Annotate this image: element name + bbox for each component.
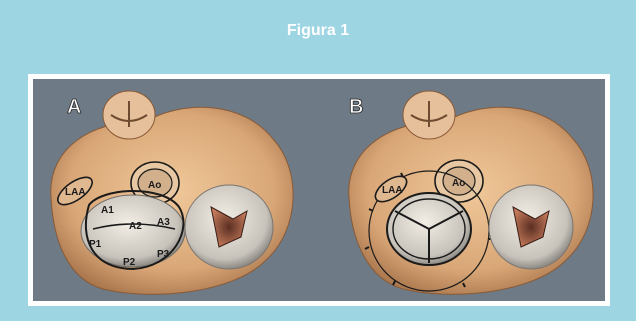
panel-a-segment-laa: LAA <box>65 187 86 198</box>
figure-title: Figura 1 <box>0 22 636 40</box>
panel-a-label: A <box>67 96 81 118</box>
image-panel: Ao A1 A2 A3 P1 P2 P3 LAA <box>28 74 610 306</box>
panel-a-segment-ao: Ao <box>148 180 161 191</box>
panel-b-segment-laa: LAA <box>382 185 403 196</box>
panel-a-heart: Ao A1 A2 A3 P1 P2 P3 LAA <box>51 91 293 294</box>
panel-b-heart: Ao LAA <box>349 91 593 294</box>
panel-a-segment-p2: P2 <box>123 257 136 268</box>
panel-a-segment-a3: A3 <box>157 217 170 228</box>
panel-a-segment-p3: P3 <box>157 249 170 260</box>
valve-illustration: Ao A1 A2 A3 P1 P2 P3 LAA <box>33 79 605 301</box>
panel-b-segment-ao: Ao <box>452 178 465 189</box>
panel-a-segment-p1: P1 <box>89 239 102 250</box>
panel-a-segment-a2: A2 <box>129 221 142 232</box>
panel-b-label: B <box>349 96 363 118</box>
image-background: Ao A1 A2 A3 P1 P2 P3 LAA <box>33 79 605 301</box>
panel-a-segment-a1: A1 <box>101 205 114 216</box>
